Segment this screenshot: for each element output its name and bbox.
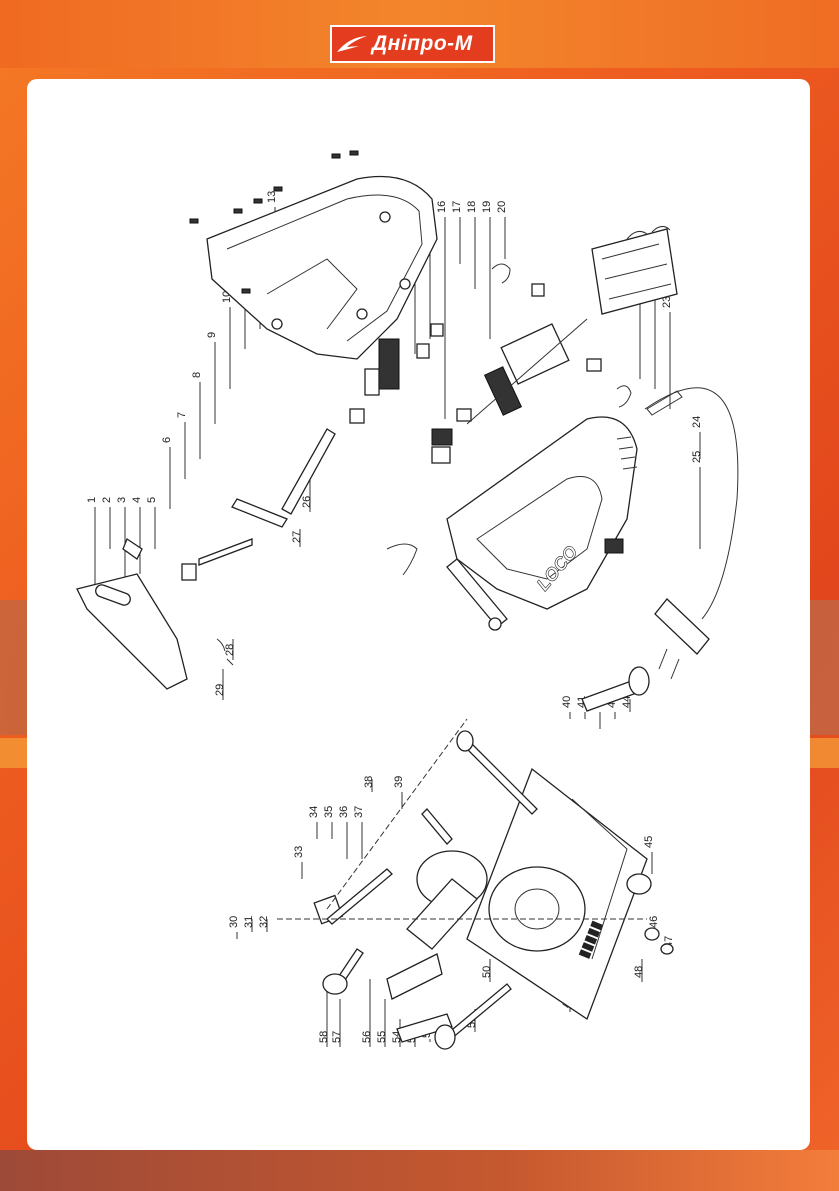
callout-label: 24 [691,416,703,428]
callout-label: 50 [481,966,493,978]
callout-label: 9 [206,332,218,338]
gear-assembly [181,323,444,581]
callout-label: 17 [451,201,463,213]
callout-label: 19 [481,201,493,213]
assembly-axis-2 [326,718,468,910]
callout-label: 16 [436,201,448,213]
callout-label: 45 [643,836,655,848]
bevel-base: ▮▮▮▮▮ [466,767,648,1020]
callout-label: 35 [323,806,335,818]
callout-label: 57 [331,1031,343,1043]
callout-label: 5 [146,497,158,503]
callout-label: 38 [363,776,375,788]
callout-label: 33 [293,846,305,858]
diagram-sheet: 1234567891011121314151617181920212223242… [27,79,810,1150]
callout-label: 20 [496,201,508,213]
callout-label: 36 [338,806,350,818]
callout-label: 27 [291,531,303,543]
clamp-bolts [313,666,674,1050]
callout-label: 25 [691,451,703,463]
callout-label: 37 [353,806,365,818]
callout-label: 6 [161,437,173,443]
callout-label: 29 [214,684,226,696]
callout-label: 30 [228,916,240,928]
brand-logo: Дніпро-М [330,25,495,63]
callout-label: 28 [224,644,236,656]
armature [431,318,588,464]
brand-logo-text: Дніпро-М [372,32,473,55]
callout-label: 8 [191,372,203,378]
footer-band [0,1150,839,1191]
callout-label: 46 [648,916,660,928]
callout-label: 3 [116,497,128,503]
screws-top [189,150,359,294]
callout-label: 13 [266,191,278,203]
stator [591,226,678,315]
callout-label: 31 [243,916,255,928]
callout-label: 48 [633,966,645,978]
callout-label: 39 [393,776,405,788]
swoosh-icon [332,27,372,61]
callout-label: 2 [101,497,113,503]
callout-label: 56 [361,1031,373,1043]
guide-plate [76,538,234,690]
housing-half [206,175,438,360]
callout-label: 58 [318,1031,330,1043]
callout-label: 7 [176,412,188,418]
callout-label: 23 [661,296,673,308]
brushes [491,263,632,408]
blade-guard [386,850,488,1043]
exploded-parts-diagram: 1234567891011121314151617181920212223242… [76,150,739,1050]
callout-label: 1 [86,497,98,503]
callout-label: 26 [301,496,313,508]
callout-label: 32 [258,916,270,928]
callout-label: 40 [561,696,573,708]
callout-label: 44 [621,696,633,708]
callout-label: 34 [308,806,320,818]
callout-label: 55 [376,1031,388,1043]
power-cord [644,387,739,680]
callout-label: 18 [466,201,478,213]
callout-label: 4 [131,497,143,503]
main-housing: LOCO [386,416,638,631]
